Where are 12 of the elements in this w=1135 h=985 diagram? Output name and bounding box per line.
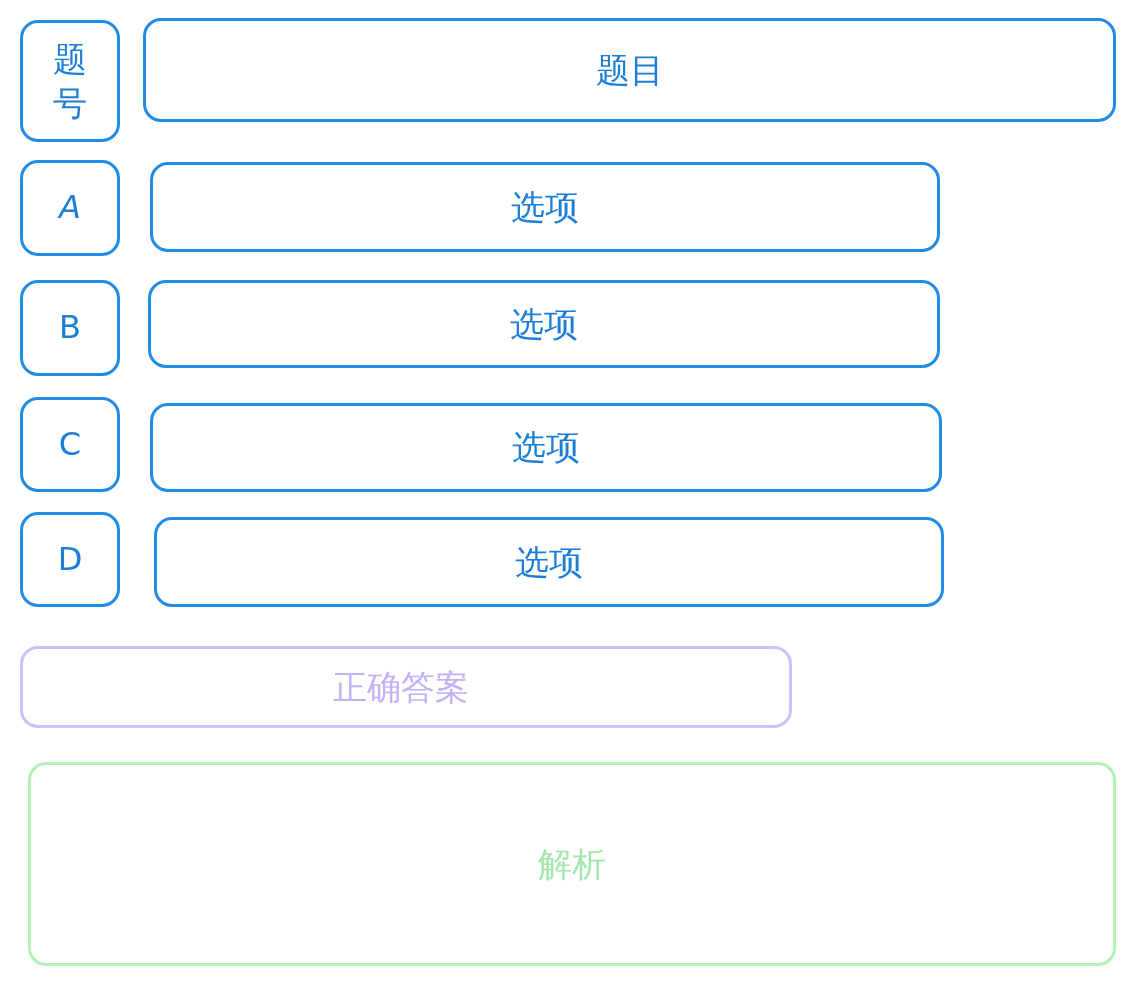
option-letter-box: D: [20, 512, 120, 607]
option-box: 选项: [150, 162, 940, 252]
option-letter-box: A: [20, 160, 120, 256]
explanation-box: 解析: [28, 762, 1116, 966]
option-box: 选项: [150, 403, 942, 492]
question-number-box: 题号: [20, 20, 120, 142]
answer-box: 正确答案: [20, 646, 792, 728]
option-box: 选项: [148, 280, 940, 368]
option-letter-box: C: [20, 397, 120, 492]
option-box: 选项: [154, 517, 944, 607]
option-letter-box: B: [20, 280, 120, 376]
question-box: 题目: [143, 18, 1116, 122]
